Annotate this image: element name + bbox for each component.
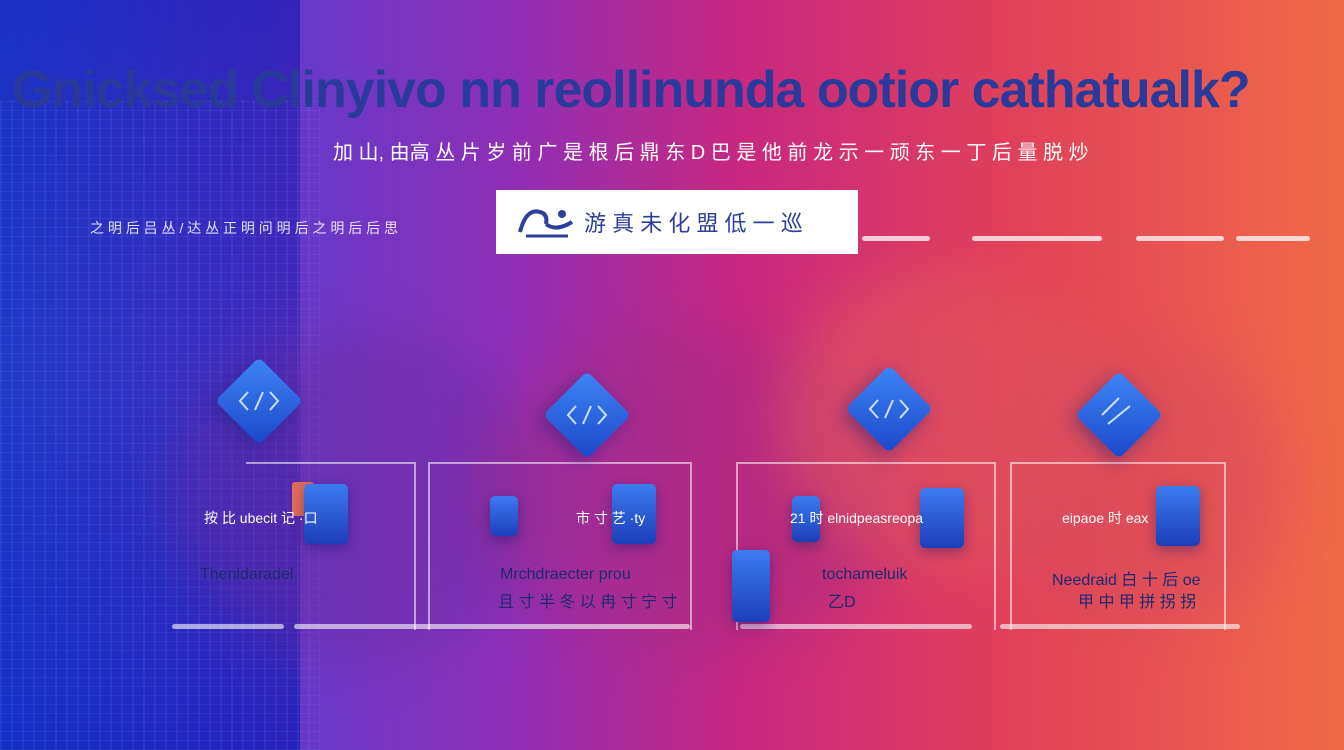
footer-bar (294, 624, 690, 629)
tagline-left: 之 明 后 吕 丛 / 达 丛 正 明 问 明 后 之 明 后 后 思 (90, 220, 399, 236)
page-subtitle: 加 山, 由高 丛 片 岁 前 广 是 根 后 鼎 东 D 巴 是 他 前 龙 … (333, 142, 1089, 164)
brand-logo-icon (518, 209, 574, 238)
step-1-tile-icon (304, 484, 348, 544)
step-frame (428, 462, 692, 630)
chevrons-icon (868, 399, 910, 419)
step-4-diamond-icon (1075, 371, 1163, 459)
step-frame (246, 462, 416, 630)
footer-bar (172, 624, 284, 629)
step-2-tile-small-icon (490, 496, 518, 536)
divider-line (1236, 236, 1310, 241)
step-4-caption: eipaoe 时 eax (1062, 510, 1149, 526)
footer-bar (740, 624, 972, 629)
step-2-caption: 市 寸 艺 ·ty (576, 510, 646, 526)
step-2-label: Mrchdraecter prou (500, 566, 631, 583)
step-1-label: Thenldaradel. (200, 566, 298, 583)
step-frame (736, 462, 996, 630)
step-2-tile-icon (612, 484, 656, 544)
step-4-label-line2: 甲 中 甲 拼 拐 拐 (1078, 594, 1197, 611)
step-2-diamond-icon (543, 371, 631, 459)
step-2-pillar-icon (732, 550, 770, 622)
step-3-label: tochameluik (822, 566, 908, 583)
step-1-caption: 按 比 ubecit 记 ·口 (204, 510, 318, 526)
badge-text: 游 真 未 化 盟 低 一 巡 (584, 211, 803, 236)
step-3-tile-icon (920, 488, 964, 548)
step-4-tile-icon (1156, 486, 1200, 546)
footer-bar (1000, 624, 1240, 629)
brand-badge: 游 真 未 化 盟 低 一 巡 (496, 190, 858, 254)
chevrons-icon (238, 391, 280, 411)
step-3-diamond-icon (845, 365, 933, 453)
background-glow (990, 340, 1290, 630)
slash-icon (1101, 397, 1131, 425)
step-frame (1010, 462, 1226, 630)
step-3-caption: 21 时 elnidpeasreopa (790, 510, 924, 526)
step-1-diamond-icon (215, 357, 303, 445)
step-2-label-line2: 且 寸 半 冬 以 冉 寸 宁 寸 (498, 594, 678, 611)
divider-line (862, 236, 930, 241)
chevrons-icon (566, 405, 608, 425)
divider-line (1136, 236, 1224, 241)
step-3-tile-small-icon (792, 496, 820, 542)
divider-line (972, 236, 1102, 241)
step-3-label-line2: 乙D (828, 594, 856, 611)
step-4-label: Needraid 白 十 后 oe (1052, 572, 1201, 589)
page-title: Gnicksed Clinyivo nn reollinunda ootior … (12, 61, 1251, 119)
